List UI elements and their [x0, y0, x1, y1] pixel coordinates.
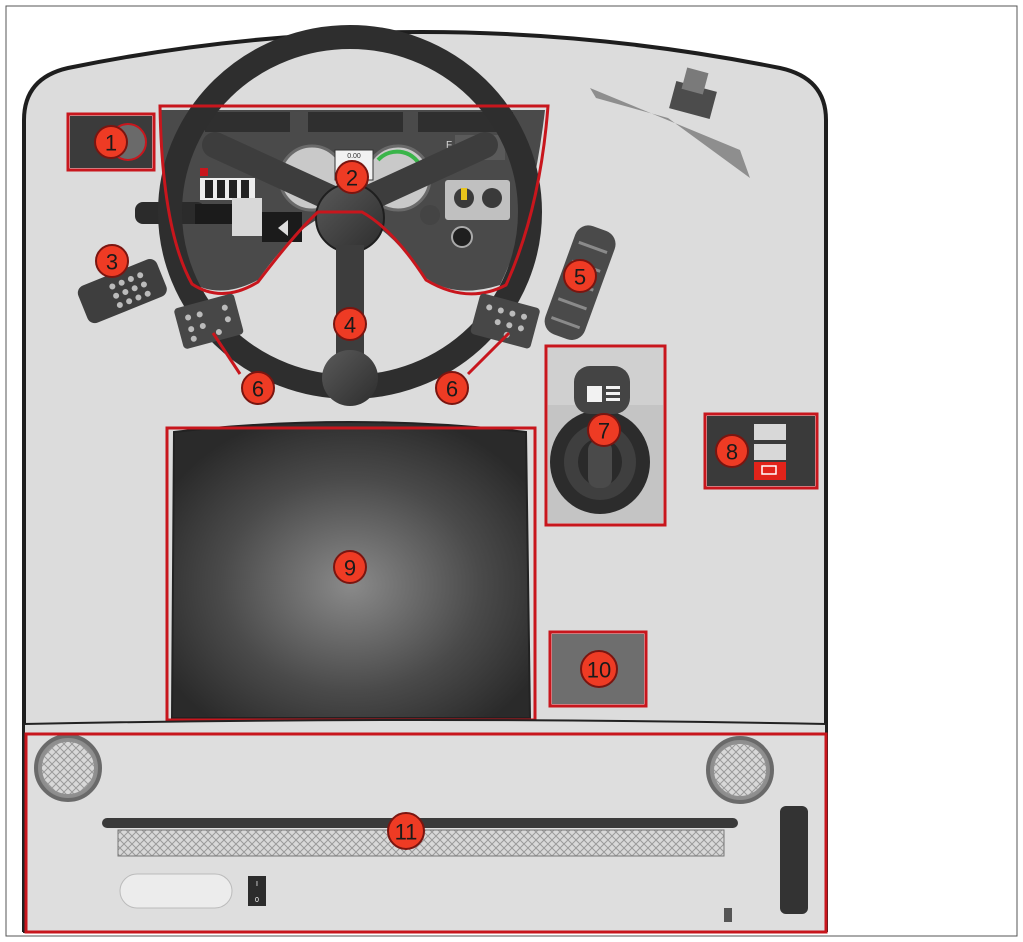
callout-10: 10: [581, 651, 617, 687]
horn-button-icon: [452, 227, 472, 247]
callout-9: 9: [334, 551, 366, 583]
svg-text:6: 6: [252, 377, 264, 402]
rear-panel: I 0: [24, 720, 826, 932]
switch-power: [754, 462, 786, 480]
interior-light: [120, 874, 232, 908]
svg-text:8: 8: [726, 440, 738, 465]
callout-3: 3: [96, 245, 128, 277]
svg-text:7: 7: [598, 419, 610, 444]
svg-text:10: 10: [587, 658, 611, 683]
callout-2: 2: [336, 161, 368, 193]
switch-on-label: I: [256, 881, 258, 888]
svg-text:4: 4: [344, 313, 356, 338]
callout-8: 8: [716, 435, 748, 467]
callout-1: 1: [95, 126, 127, 158]
svg-text:5: 5: [574, 265, 586, 290]
svg-text:6: 6: [446, 377, 458, 402]
callout-4: 4: [334, 308, 366, 340]
switch-lamp-2: [754, 444, 786, 460]
svg-text:1: 1: [105, 131, 117, 156]
fire-extinguisher: [780, 806, 808, 914]
switch-lamp-1: [754, 424, 786, 440]
callout-6-right: 6: [436, 372, 468, 404]
switch-off-label: 0: [255, 897, 259, 904]
callout-7: 7: [588, 414, 620, 446]
display-text: 0.00: [347, 153, 361, 160]
svg-text:3: 3: [106, 250, 118, 275]
callout-6-left: 6: [242, 372, 274, 404]
svg-text:2: 2: [346, 166, 358, 191]
svg-text:11: 11: [395, 820, 418, 845]
callout-11: 11: [388, 813, 424, 849]
svg-text:9: 9: [344, 556, 356, 581]
callout-5: 5: [564, 260, 596, 292]
